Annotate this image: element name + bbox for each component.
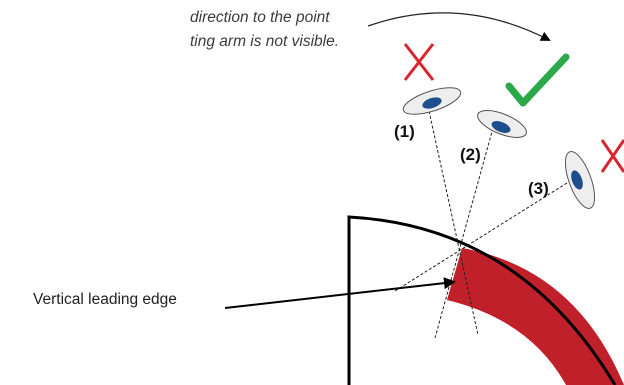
position-label-1: (1) [394, 122, 415, 141]
cross-icon-3 [600, 139, 624, 173]
position-label-3: (3) [528, 179, 549, 198]
cross-icon-1 [403, 43, 435, 81]
eye-icon-3 [564, 151, 596, 209]
sight-line-1 [428, 110, 479, 336]
eye-icon-1 [402, 87, 462, 115]
eye-icon-2 [477, 110, 527, 138]
caption-text: direction to the point ting arm is not v… [190, 6, 340, 54]
sight-line-2 [434, 127, 494, 339]
red-band [447, 248, 624, 385]
check-icon [505, 53, 570, 107]
caption-line-1: direction to the point [190, 9, 330, 26]
rotation-arrow [367, 12, 551, 41]
edge-pointer-arrow [224, 277, 456, 309]
sight-line-3 [394, 182, 568, 292]
edge-label: Vertical leading edge [33, 291, 177, 308]
position-label-2: (2) [460, 145, 481, 164]
caption-line-2: ting arm is not visible. [190, 33, 340, 50]
wall-outline [347, 215, 617, 385]
